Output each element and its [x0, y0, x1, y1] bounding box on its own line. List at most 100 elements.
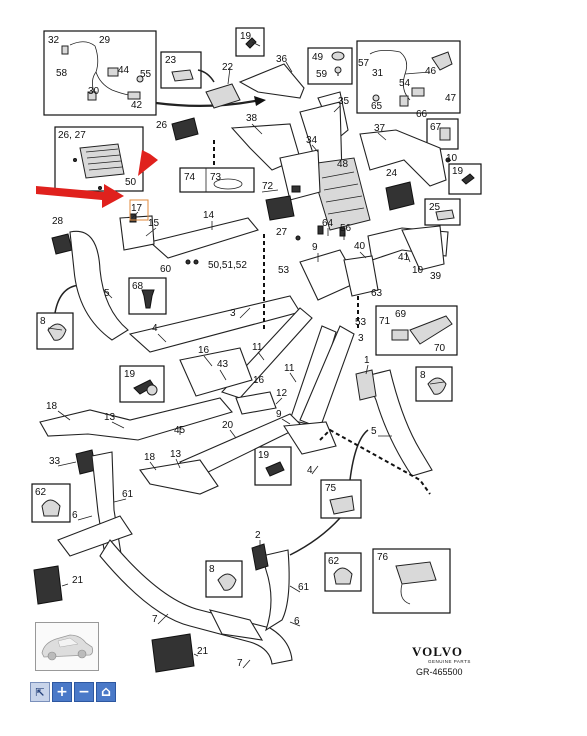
box-clip-62-left[interactable]: 62 [31, 483, 71, 523]
box-screw-19-lower[interactable]: 19 [254, 446, 292, 486]
box-label-plate-67[interactable]: 67 [426, 118, 459, 150]
duct-36[interactable] [238, 63, 305, 99]
callout-3-right[interactable]: 3 [358, 333, 364, 344]
duct-7b[interactable] [208, 609, 264, 641]
callout-53-mid[interactable]: 53 [355, 317, 367, 328]
duct-5-left[interactable] [69, 230, 129, 341]
callout-13-lower[interactable]: 13 [170, 449, 182, 460]
callout-41[interactable]: 41 [398, 252, 410, 263]
duct-63[interactable] [343, 255, 379, 297]
vent-24[interactable] [385, 181, 415, 211]
callout-20[interactable]: 20 [222, 420, 234, 431]
vehicle-thumbnail[interactable] [35, 622, 99, 671]
duct-16[interactable] [179, 347, 253, 397]
callout-40[interactable]: 40 [354, 241, 366, 252]
callout-2[interactable]: 2 [255, 530, 261, 541]
box-wiring-32[interactable]: 32 29 58 44 55 30 42 [43, 30, 157, 116]
zoom-in-icon[interactable]: + [52, 682, 72, 702]
callout-56[interactable]: 56 [340, 223, 352, 234]
callout-21-left[interactable]: 21 [72, 575, 84, 586]
callout-18-lower[interactable]: 18 [144, 452, 156, 463]
callout-22[interactable]: 22 [222, 62, 234, 73]
box-clip-8-right[interactable]: 8 [415, 366, 453, 402]
select-icon[interactable]: ⇱ [30, 682, 50, 702]
callout-9-top[interactable]: 9 [312, 242, 318, 253]
callout-24[interactable]: 24 [386, 168, 398, 179]
duct-37[interactable] [359, 129, 447, 187]
callout-16-top[interactable]: 16 [198, 345, 210, 356]
hvac-48[interactable] [309, 157, 371, 231]
callout-39[interactable]: 39 [430, 271, 442, 282]
box-clip-8-bottom[interactable]: 8 [205, 560, 243, 598]
mat-21-left[interactable] [33, 565, 63, 605]
callout-21-right[interactable]: 21 [197, 646, 209, 657]
bracket-15[interactable] [119, 215, 155, 251]
box-screw-19-right[interactable]: 19 [448, 163, 482, 195]
callout-10-mid[interactable]: 10 [412, 265, 424, 276]
duct-4-right[interactable] [283, 421, 337, 455]
duct-13[interactable] [39, 397, 233, 441]
connector-1[interactable] [355, 369, 377, 401]
duct-6-right[interactable] [261, 549, 290, 632]
callout-34[interactable]: 34 [306, 135, 318, 146]
callout-33[interactable]: 33 [49, 456, 61, 467]
duct-12[interactable] [235, 391, 277, 415]
vent-22[interactable] [205, 83, 241, 109]
zoom-out-icon[interactable]: − [74, 682, 94, 702]
callout-11-lower[interactable]: 11 [284, 363, 295, 374]
callout-1[interactable]: 1 [364, 355, 370, 366]
box-clip-25[interactable]: 25 [424, 198, 461, 226]
callout-6-left[interactable]: 6 [72, 510, 78, 521]
duct-5-right[interactable] [365, 369, 433, 477]
callout-12[interactable]: 12 [276, 388, 288, 399]
callout-9-lower[interactable]: 9 [276, 409, 282, 420]
callout-7-bottom[interactable]: 7 [237, 658, 243, 669]
box-clip-8-left[interactable]: 8 [36, 312, 74, 350]
callout-14[interactable]: 14 [203, 210, 215, 221]
callout-28[interactable]: 28 [52, 216, 64, 227]
callout-36[interactable]: 36 [276, 54, 288, 65]
duct-39[interactable] [401, 225, 445, 271]
callout-13-top[interactable]: 13 [104, 412, 116, 423]
vent-26[interactable] [171, 117, 199, 141]
callout-35[interactable]: 35 [338, 96, 350, 107]
callout-60[interactable]: 60 [160, 264, 172, 275]
callout-16-lower[interactable]: 16 [253, 375, 265, 386]
home-icon[interactable]: ⌂ [96, 682, 116, 702]
callout-61-right[interactable]: 61 [298, 582, 310, 593]
callout-15[interactable]: 15 [148, 218, 160, 229]
callout-11-top[interactable]: 11 [252, 342, 263, 353]
callout-38[interactable]: 38 [246, 113, 258, 124]
duct-11b[interactable] [289, 325, 337, 425]
callout-4-right[interactable]: 4 [307, 465, 313, 476]
callout-48[interactable]: 48 [337, 159, 349, 170]
callout-3-mid[interactable]: 3 [230, 308, 236, 319]
box-clip-49[interactable]: 49 59 [307, 47, 353, 85]
callout-7-left[interactable]: 7 [152, 614, 158, 625]
vent-27[interactable] [265, 195, 295, 221]
callout-63[interactable]: 63 [371, 288, 383, 299]
box-clip-62-right[interactable]: 62 [324, 552, 362, 592]
callout-72[interactable]: 72 [262, 181, 274, 192]
box-screw-19-mid[interactable]: 19 [119, 365, 165, 403]
callout-26[interactable]: 26 [156, 120, 168, 131]
callout-50-51-52[interactable]: 50,51,52 [208, 260, 247, 271]
callout-18-top[interactable]: 18 [46, 401, 58, 412]
duct-18[interactable] [139, 459, 219, 495]
callout-5-right[interactable]: 5 [371, 426, 377, 437]
callout-27[interactable]: 27 [276, 227, 288, 238]
duct-14[interactable] [148, 217, 259, 259]
box-vent-26-27[interactable]: 26, 27 50 [54, 126, 144, 192]
callout-64[interactable]: 64 [322, 218, 334, 229]
box-screw-68[interactable]: 68 [128, 277, 167, 315]
callout-6-right[interactable]: 6 [294, 616, 300, 627]
box-clip-23[interactable]: 23 [160, 51, 202, 89]
callout-4-left[interactable]: 4 [152, 323, 158, 334]
box-bracket-75[interactable]: 75 [320, 479, 362, 519]
callout-10-top[interactable]: 10 [446, 153, 458, 164]
duct-6-left-b[interactable] [57, 515, 133, 557]
callout-17[interactable]: 17 [131, 203, 143, 214]
box-harness-57[interactable]: 57 31 54 46 47 65 66 [356, 40, 461, 120]
mat-21-right[interactable] [151, 633, 195, 673]
